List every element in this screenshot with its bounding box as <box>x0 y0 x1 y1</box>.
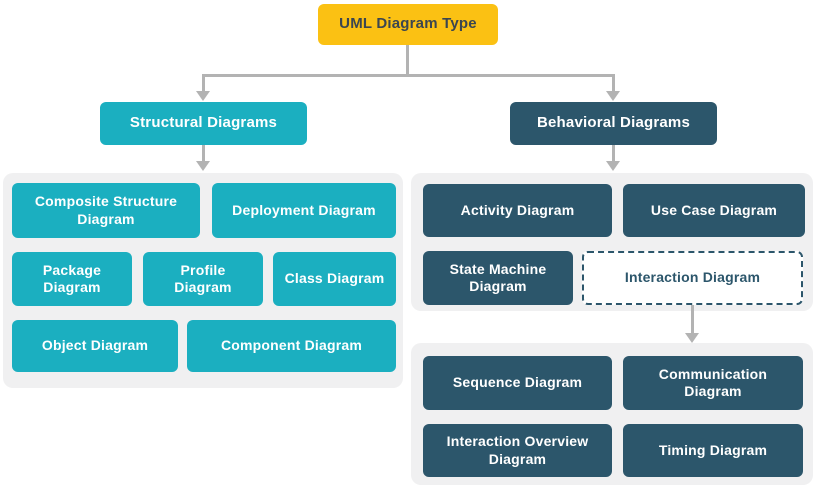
behavioral-diagrams-panel: Activity Diagram Use Case Diagram State … <box>411 173 813 311</box>
arrow-down-icon <box>685 333 699 343</box>
node-interaction-diagram: Interaction Diagram <box>582 251 803 305</box>
arrow-down-icon <box>196 161 210 171</box>
node-interaction-overview-diagram: Interaction Overview Diagram <box>423 424 612 477</box>
connector-behavioral-to-panel <box>612 145 615 162</box>
node-timing-diagram: Timing Diagram <box>623 424 803 477</box>
node-structural-diagrams: Structural Diagrams <box>100 102 307 145</box>
node-component-diagram: Component Diagram <box>187 320 396 372</box>
structural-diagrams-panel: Composite Structure Diagram Deployment D… <box>3 173 403 388</box>
arrow-down-icon <box>196 91 210 101</box>
connector-root-vertical <box>406 45 409 77</box>
connector-behavioral-vertical <box>612 74 615 92</box>
arrow-down-icon <box>606 91 620 101</box>
connector-branch-horizontal <box>202 74 615 77</box>
connector-structural-vertical <box>202 74 205 92</box>
node-use-case-diagram: Use Case Diagram <box>623 184 805 237</box>
node-state-machine-diagram: State Machine Diagram <box>423 251 573 305</box>
connector-structural-to-panel <box>202 145 205 162</box>
node-object-diagram: Object Diagram <box>12 320 178 372</box>
arrow-down-icon <box>606 161 620 171</box>
node-package-diagram: Package Diagram <box>12 252 132 306</box>
connector-interaction-to-panel <box>691 305 694 334</box>
node-communication-diagram: Communication Diagram <box>623 356 803 410</box>
interaction-diagrams-panel: Sequence Diagram Communication Diagram I… <box>411 343 813 485</box>
node-composite-structure-diagram: Composite Structure Diagram <box>12 183 200 238</box>
node-activity-diagram: Activity Diagram <box>423 184 612 237</box>
node-behavioral-diagrams: Behavioral Diagrams <box>510 102 717 145</box>
node-deployment-diagram: Deployment Diagram <box>212 183 396 238</box>
node-class-diagram: Class Diagram <box>273 252 396 306</box>
node-sequence-diagram: Sequence Diagram <box>423 356 612 410</box>
node-uml-diagram-type: UML Diagram Type <box>318 4 498 45</box>
node-profile-diagram: Profile Diagram <box>143 252 263 306</box>
